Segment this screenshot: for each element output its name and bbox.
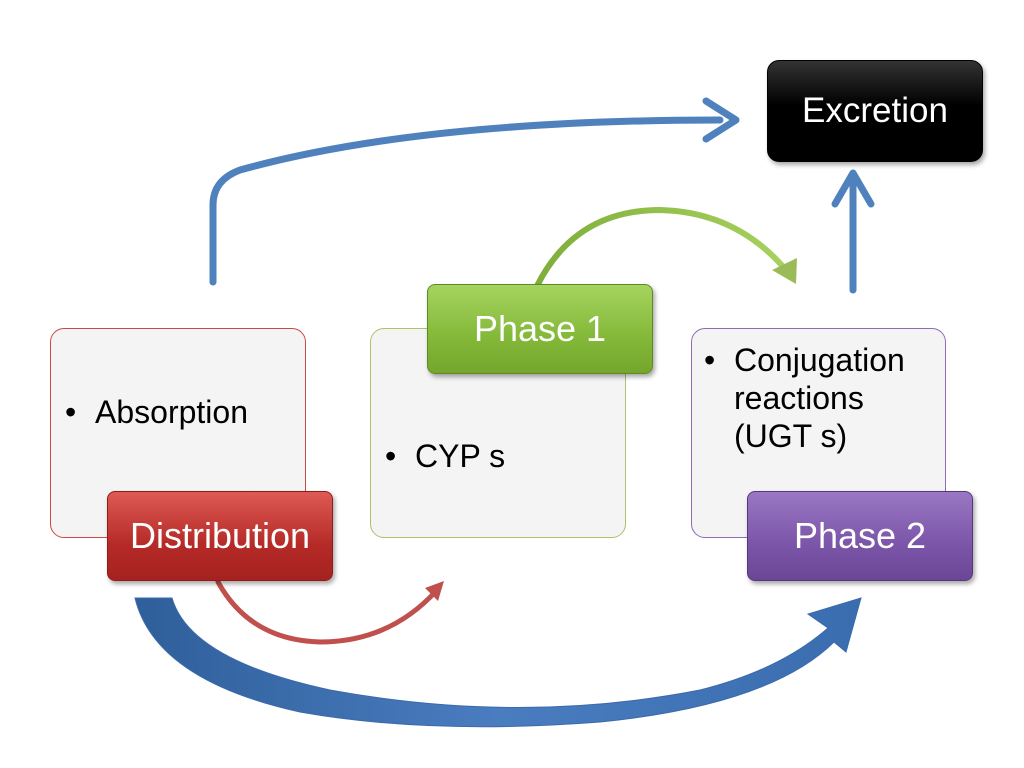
arrow-distribution-to-phase2	[134, 597, 862, 728]
phase1-label-box: Phase 1	[427, 284, 653, 374]
absorption-bullet: Absorption	[65, 393, 248, 431]
distribution-label-box: Distribution	[107, 491, 333, 581]
arrowhead-distribution-to-phase1	[425, 581, 444, 601]
phase1-bullets: CYP s	[385, 437, 505, 475]
phase2-bullets: Conjugation reactions (UGT s)	[704, 341, 944, 455]
conjugation-bullet: Conjugation reactions (UGT s)	[704, 341, 944, 455]
arrow-distribution-to-phase1	[215, 579, 440, 645]
arrow-phase1-to-phase2	[534, 206, 793, 289]
arrow-absorption-to-excretion	[209, 116, 724, 286]
arrowhead-absorption-to-excretion	[702, 97, 740, 143]
arrowhead-phase2-to-excretion	[831, 169, 875, 208]
absorption-bullets: Absorption	[65, 393, 248, 431]
excretion-label-box: Excretion	[767, 60, 983, 162]
cyp-bullet: CYP s	[385, 437, 505, 475]
phase2-label-box: Phase 2	[747, 491, 973, 581]
arrowhead-phase1-to-phase2	[772, 258, 797, 284]
